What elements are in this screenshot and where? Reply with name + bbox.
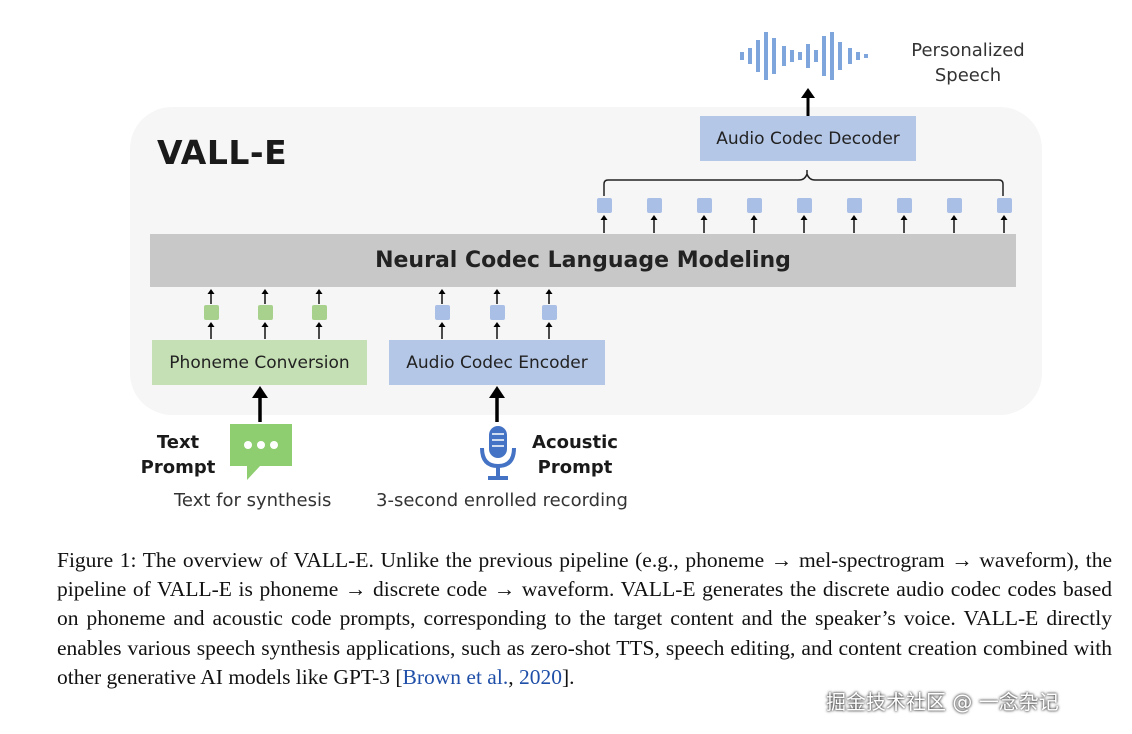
codec-token (946, 198, 962, 213)
text-prompt-sub: Text for synthesis (174, 490, 332, 511)
neural-codec-lm: Neural Codec Language Modeling (150, 234, 1016, 287)
decoder-output-arrow (801, 88, 815, 116)
audio-codec-decoder: Audio Codec Decoder (700, 116, 916, 161)
caption-text: Figure 1: The overview of VALL-E. Unlike… (57, 548, 1112, 689)
token-arrow (207, 322, 215, 339)
text-input-arrow (252, 386, 268, 422)
waveform-icon (740, 32, 868, 80)
token-bracket (603, 170, 1004, 196)
citation-authors-link[interactable]: Brown et al. (402, 664, 509, 689)
phoneme-conversion: Phoneme Conversion (152, 340, 367, 385)
codec-token (203, 305, 219, 320)
text-prompt-label: Text Prompt (140, 432, 216, 478)
chat-bubble-icon (230, 424, 292, 480)
token-arrow (261, 322, 269, 339)
watermark: 掘金技术社区 @ 一念杂记 (826, 690, 1059, 714)
codec-token (489, 305, 505, 320)
token-arrow (493, 289, 501, 304)
token-arrow (750, 215, 758, 233)
token-arrow (800, 215, 808, 233)
caption-end: ]. (561, 664, 575, 689)
token-arrow (493, 322, 501, 339)
token-arrow (650, 215, 658, 233)
token-arrow (1000, 215, 1008, 233)
figure-caption: Figure 1: The overview of VALL-E. Unlike… (57, 546, 1112, 692)
acoustic-prompt-sub: 3-second enrolled recording (376, 490, 628, 511)
codec-token (541, 305, 557, 320)
token-arrow (545, 289, 553, 304)
microphone-icon (480, 426, 516, 480)
codec-token (596, 198, 612, 213)
citation-separator: , (508, 664, 519, 689)
token-arrow (700, 215, 708, 233)
token-arrow (207, 289, 215, 304)
token-arrow (315, 322, 323, 339)
acoustic-input-arrow (489, 386, 505, 422)
token-arrow (438, 289, 446, 304)
token-arrow (545, 322, 553, 339)
codec-token (846, 198, 862, 213)
token-arrow (438, 322, 446, 339)
token-arrow (261, 289, 269, 304)
codec-token (646, 198, 662, 213)
token-arrow (950, 215, 958, 233)
codec-token (434, 305, 450, 320)
audio-codec-encoder: Audio Codec Encoder (389, 340, 605, 385)
codec-token (696, 198, 712, 213)
codec-token (996, 198, 1012, 213)
codec-token (746, 198, 762, 213)
token-arrow (600, 215, 608, 233)
acoustic-prompt-label: Acoustic Prompt (532, 432, 618, 478)
codec-token (311, 305, 327, 320)
codec-token (257, 305, 273, 320)
codec-token (896, 198, 912, 213)
token-arrow (900, 215, 908, 233)
codec-token (796, 198, 812, 213)
system-title: VALL-E (157, 133, 288, 172)
output-label: Personalized Speech (911, 40, 1025, 86)
token-arrow (315, 289, 323, 304)
citation-year-link[interactable]: 2020 (518, 664, 562, 689)
token-arrow (850, 215, 858, 233)
